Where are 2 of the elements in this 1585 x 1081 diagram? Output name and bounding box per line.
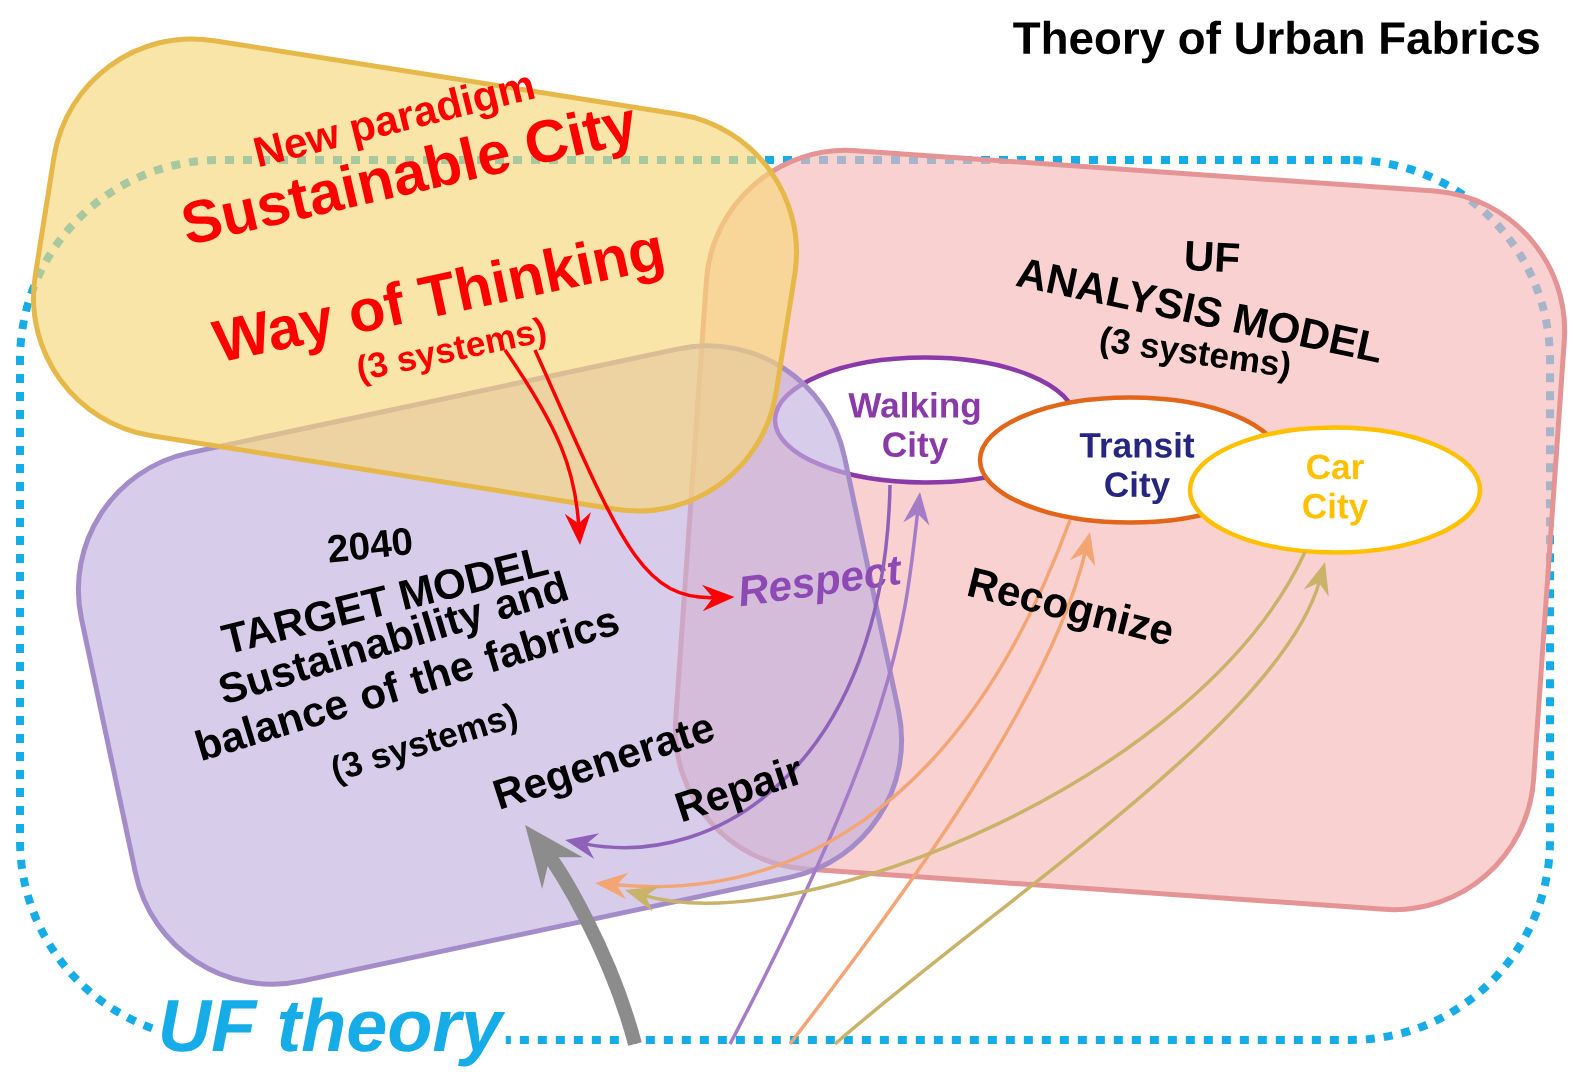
title: Theory of Urban Fabrics — [1013, 20, 1539, 64]
respect-text: Respect — [740, 556, 901, 607]
